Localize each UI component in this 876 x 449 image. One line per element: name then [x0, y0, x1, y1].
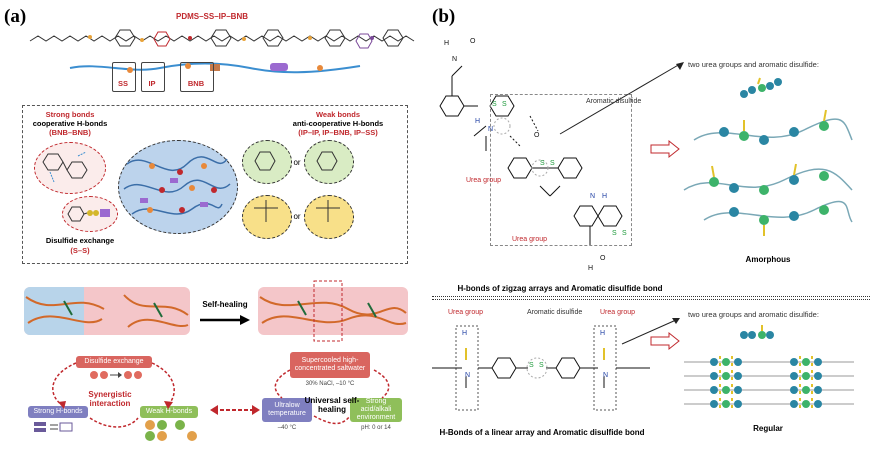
- section-divider-1: [432, 296, 870, 297]
- regular-label: Regular: [753, 424, 783, 433]
- amorphous-structure: [683, 109, 853, 236]
- legend-label-bottom: two urea groups and aromatic disulfide:: [688, 310, 819, 319]
- atom-o-1: O: [470, 38, 476, 45]
- atom-s-b1: S: [529, 362, 534, 369]
- zigzag-array-box: [490, 94, 632, 246]
- disulfide-exchange-icon: [90, 371, 142, 379]
- atom-s-4: S: [550, 160, 555, 167]
- atom-o-3: O: [600, 255, 606, 262]
- weak-hbond-circle-2: [304, 140, 354, 184]
- atom-n-b1: N: [465, 372, 471, 379]
- ultralow-pill: Ultralow temperature: [262, 398, 312, 422]
- damaged-network: [25, 294, 189, 328]
- strong-hbond-icon: [34, 422, 73, 432]
- disulfide-exchange-pill: Disulfide exchange: [76, 356, 152, 368]
- double-arrow: [210, 405, 260, 415]
- bnb-bnb-structure: [42, 151, 88, 183]
- weak-bonds-type: anti-cooperative H-bonds: [292, 119, 384, 128]
- panel-a-label: (a): [4, 6, 27, 27]
- bnb-segment-box: [180, 62, 214, 92]
- disulfide-exchange-title: Disulfide exchange: [45, 236, 115, 245]
- weak-bonds-title: Weak bonds: [315, 110, 361, 119]
- segment-ss: SS: [117, 79, 129, 88]
- atom-s-3: S: [540, 160, 545, 167]
- healed-network: [259, 280, 407, 342]
- strong-hbond-circle: [34, 142, 106, 194]
- acid-note: pH: 0 or 14: [361, 425, 391, 431]
- or-label-1: or: [293, 158, 301, 167]
- legend-icon-bottom: [740, 325, 774, 339]
- zigzag-caption: H-bonds of zigzag arrays and Aromatic di…: [457, 284, 663, 293]
- bottom-outline-arrow: [650, 331, 680, 351]
- damaged-material-left: [24, 287, 84, 335]
- linear-caption: H-Bonds of a linear array and Aromatic d…: [439, 428, 645, 437]
- legend-label-top: two urea groups and aromatic disulfide:: [688, 60, 819, 69]
- polymer-chain-schematic: [69, 62, 361, 74]
- atom-h-b2: H: [600, 330, 606, 337]
- atom-s-5: S: [612, 230, 617, 237]
- network-chains: [123, 156, 231, 215]
- top-pointer-arrows: [559, 62, 684, 135]
- self-healing-arrow: [200, 315, 250, 325]
- interaction-box: [22, 105, 408, 264]
- ip-segment-box: [141, 62, 165, 92]
- polymer-title: PDMS–SS–IP–BNB: [175, 12, 249, 21]
- disulfide-exchange-sub: (S–S): [70, 246, 90, 255]
- atom-h-2: H: [475, 118, 481, 125]
- synergistic-label: Synergistic interaction: [88, 390, 132, 408]
- urea-group-label-left: Urea group: [448, 309, 484, 316]
- atom-s-2: S: [502, 101, 507, 108]
- strong-bonds-pair: (BNB–BNB): [49, 128, 91, 137]
- atom-o-2: O: [534, 132, 540, 139]
- atom-n-1: N: [452, 56, 458, 63]
- bottom-pointer-arrow: [621, 318, 680, 345]
- atom-h-3: H: [602, 193, 608, 200]
- strong-bonds-type: cooperative H-bonds: [32, 119, 108, 128]
- weak-bonds-pairs: (IP–IP, IP–BNB, IP–SS): [298, 128, 378, 137]
- aromatic-disulfide-label-bottom: Aromatic disulfide: [527, 309, 583, 316]
- polymer-network-ellipse: [118, 140, 238, 234]
- urea-group-label-2: Urea group: [512, 236, 548, 243]
- regular-structure: [684, 356, 854, 410]
- urea-group-label-right: Urea group: [600, 309, 636, 316]
- segment-ip: IP: [148, 79, 156, 88]
- ss-segment-box: [112, 62, 136, 92]
- atom-h-1: H: [444, 40, 450, 47]
- weak-hbond-circle-4: [304, 195, 354, 239]
- universal-self-healing-label: Universal self-healing: [304, 396, 360, 414]
- atom-h-4: H: [588, 265, 594, 272]
- atom-s-1: S: [492, 101, 497, 108]
- section-divider-2: [432, 299, 870, 300]
- mechanism-cycle-arrows: [52, 362, 175, 428]
- weak-hbond-icon: [145, 420, 197, 441]
- weak-hbond-circle-1: [242, 140, 292, 184]
- weak-hbonds-pill: Weak H-bonds: [140, 406, 198, 418]
- ultralow-note: –40 °C: [277, 425, 297, 431]
- acid-pill: Strong acid/alkali environment: [350, 398, 402, 422]
- or-label-2: or: [293, 212, 301, 221]
- strong-bonds-title: Strong bonds: [45, 110, 95, 119]
- polymer-structure: [29, 29, 415, 49]
- linear-molecule: [432, 325, 650, 411]
- supercooled-pill: Supercooled high-concentrated saltwater: [290, 352, 370, 378]
- amorphous-label: Amorphous: [745, 255, 791, 264]
- supercooled-note: 30% NaCl, –10 °C: [305, 381, 355, 387]
- top-outline-arrow: [650, 139, 680, 159]
- self-healing-label: Self-healing: [202, 300, 248, 309]
- segment-bnb: BNB: [187, 79, 205, 88]
- aromatic-disulfide-label-top: Aromatic disulfide: [586, 98, 642, 105]
- condition-cycle-arrows: [274, 369, 390, 425]
- atom-s-b2: S: [539, 362, 544, 369]
- panel-b-label: (b): [432, 6, 456, 27]
- atom-h-b1: H: [462, 330, 468, 337]
- atom-n-b2: N: [603, 372, 609, 379]
- weak-hbond-structures: [254, 151, 340, 222]
- atom-n-3: N: [590, 193, 596, 200]
- atom-s-6: S: [622, 230, 627, 237]
- legend-icon-top: [740, 77, 782, 98]
- weak-hbond-circle-3: [242, 195, 292, 239]
- urea-group-label-1: Urea group: [466, 177, 502, 184]
- strong-hbonds-pill: Strong H-bonds: [28, 406, 88, 418]
- disulfide-structure: [67, 206, 110, 222]
